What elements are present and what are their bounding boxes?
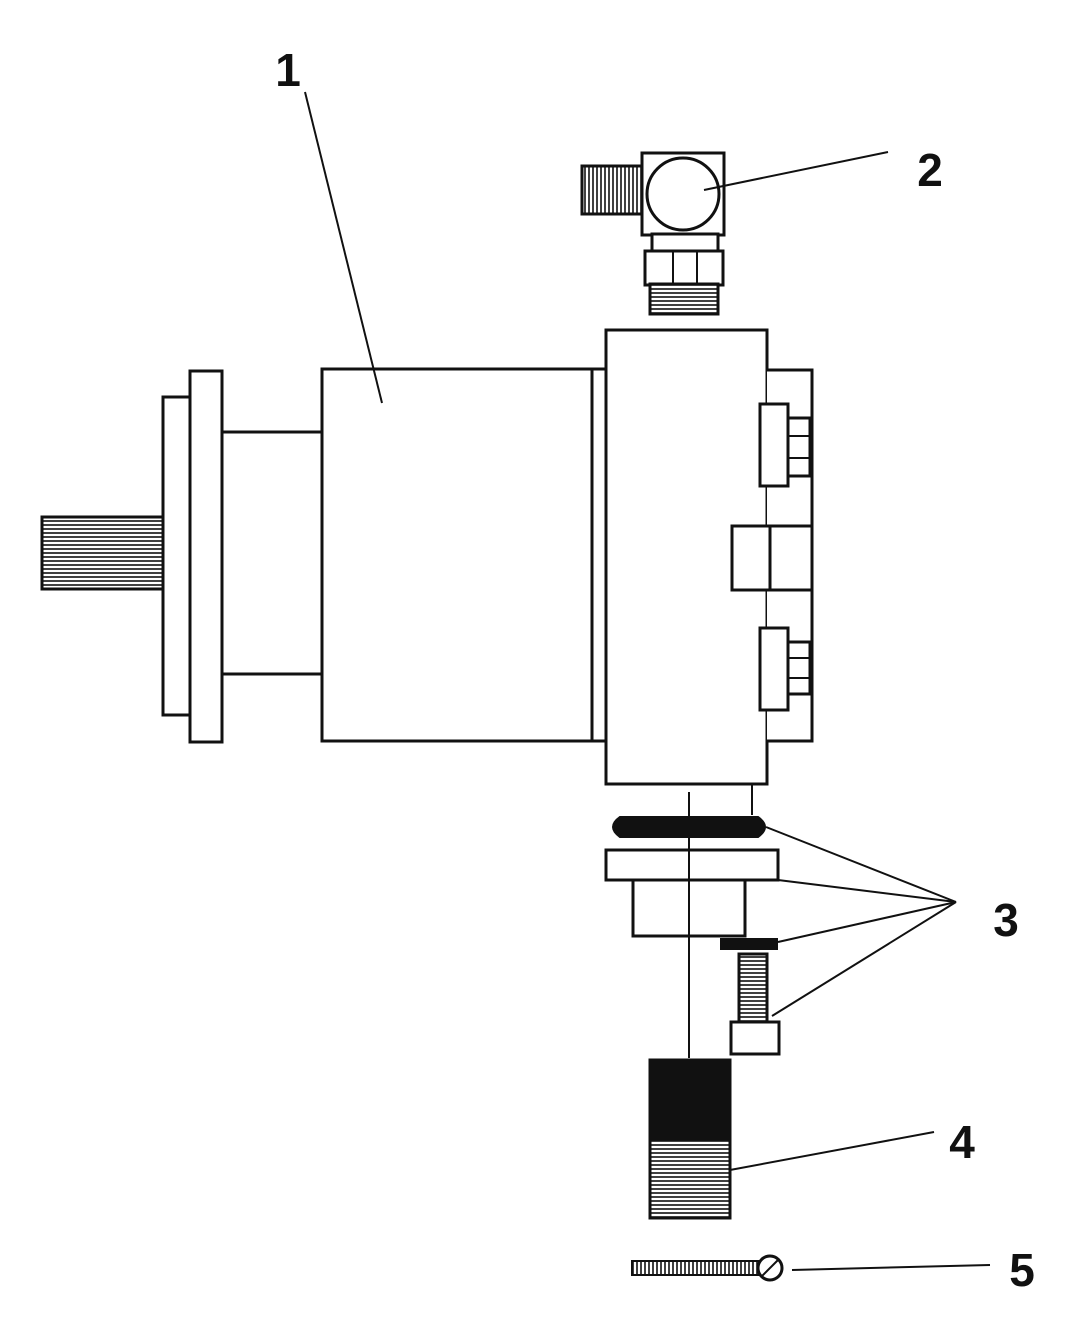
pump-housing bbox=[320, 367, 609, 743]
upper-adjust-screw bbox=[758, 402, 812, 488]
callout-1: 1 bbox=[275, 44, 301, 96]
bolt-washer bbox=[720, 938, 778, 950]
callout-4: 4 bbox=[949, 1116, 975, 1168]
callout-5: 5 bbox=[1009, 1244, 1035, 1296]
lower-adjust-screw bbox=[758, 626, 812, 712]
callout-2: 2 bbox=[917, 144, 943, 196]
flange-neck bbox=[220, 430, 326, 676]
mounting-flange bbox=[161, 369, 224, 744]
set-screw bbox=[631, 1254, 784, 1282]
port-washer bbox=[604, 848, 780, 882]
drive-shaft bbox=[40, 515, 166, 591]
threaded-plug bbox=[648, 1058, 732, 1220]
gauge-side-fitting bbox=[580, 164, 646, 216]
gauge-connector bbox=[643, 232, 725, 316]
callout-3: 3 bbox=[993, 894, 1019, 946]
port-bolt bbox=[729, 952, 781, 1056]
control-block bbox=[604, 328, 814, 786]
pressure-gauge bbox=[640, 151, 726, 237]
leader-lines bbox=[304, 91, 991, 1271]
